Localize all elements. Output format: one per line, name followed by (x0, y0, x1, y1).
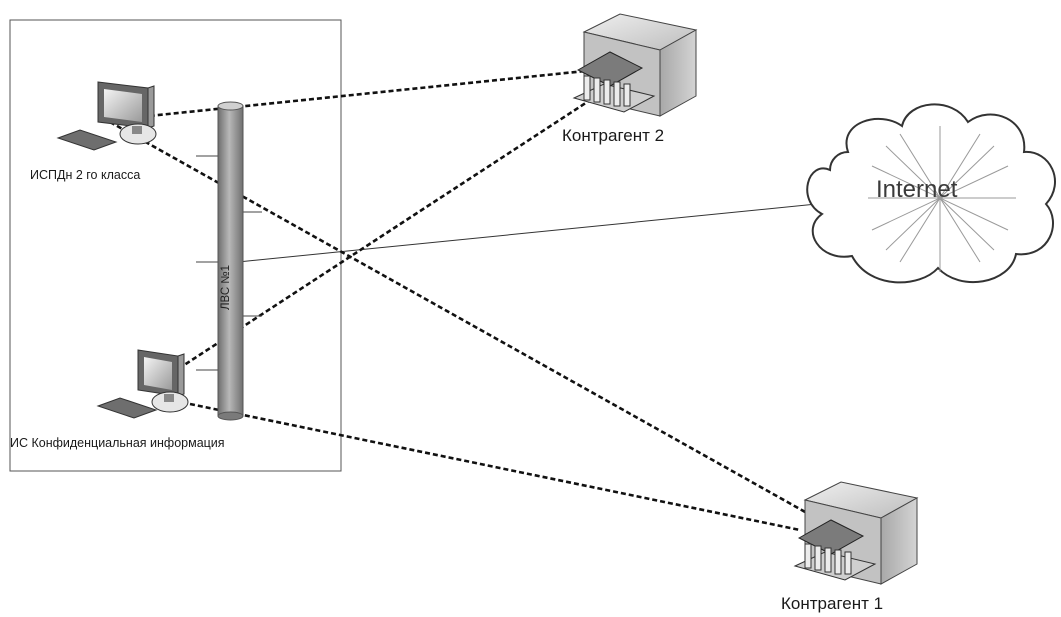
server-icon (572, 13, 698, 117)
lan-bus-icon (196, 101, 262, 421)
link-lan-internet (237, 195, 897, 263)
dashed-links (109, 65, 849, 538)
link-isconf-kontragent2 (151, 76, 625, 388)
is-conf-label: ИС Конфиденциальная информация (10, 436, 225, 450)
internet-label: Internet (876, 176, 958, 203)
workstation-icon (56, 81, 157, 151)
organization-boundary (9, 19, 342, 472)
kontragent2-label: Контрагент 2 (562, 126, 665, 145)
link-ispdn-kontragent1 (109, 120, 849, 538)
ispdn-label: ИСПДн 2 го класса (30, 168, 141, 182)
server-icon (793, 481, 919, 585)
workstation-icon (96, 349, 189, 419)
cloud-icon (806, 103, 1056, 284)
link-ispdn-kontragent2 (109, 65, 625, 122)
lan-bus-label: ЛВС №1 (220, 264, 232, 310)
kontragent1-label: Контрагент 1 (781, 594, 884, 613)
link-isconf-kontragent1 (189, 402, 801, 532)
